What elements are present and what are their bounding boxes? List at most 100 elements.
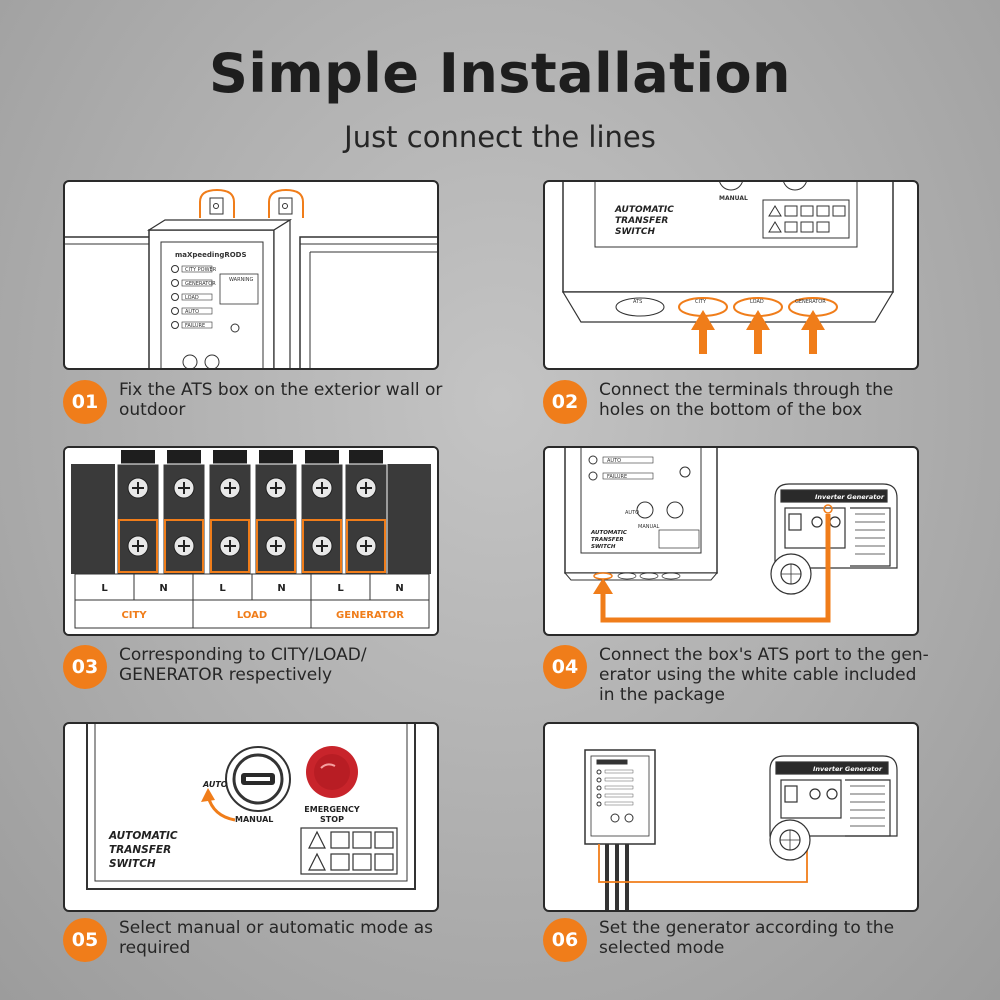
terminal-side-left [71,464,115,574]
label-load: LOAD [185,295,199,301]
step-badge: 01 [63,380,107,424]
terminal-column [162,450,206,575]
step-badge: 02 [543,380,587,424]
wall-mount-illustration: maXpeedingRODS CITY POWER GENERATOR LOAD… [65,188,437,368]
p4-knob-manual [636,501,654,519]
emergency-stop-button [306,746,358,798]
step-badge: 04 [543,645,587,689]
step-04: 04 Connect the box's ATS port to the gen… [543,645,929,705]
terminal-side-right [387,464,431,574]
mount-bracket-right [268,188,304,218]
step-02: 02 Connect the terminals through the hol… [543,380,929,424]
mount-bracket-left [199,188,235,218]
label-auto: AUTO [185,309,199,315]
step-03: 03 Corresponding to CITY/LOAD/ GENERATOR… [63,645,399,689]
terminal-label: L [101,583,108,594]
warning-symbols [762,199,850,239]
terminal-screw [219,477,241,499]
terminal-screw [219,535,241,557]
terminal-column [300,450,344,575]
brand-label: maXpeedingRODS [175,251,247,259]
set-generator-illustration: Inverter Generator [584,749,898,910]
group-city: CITY [121,610,147,621]
terminal-screw [265,477,287,499]
terminal-label: L [219,583,226,594]
p4-ats-1: AUTOMATIC [590,530,627,536]
page-title: Simple Installation [208,42,791,105]
step-caption: Fix the ATS box on the exterior wall or … [119,380,443,420]
panel-set-generator: Inverter Generator [543,722,919,912]
step-badge: 05 [63,918,107,962]
ats-label-1: AUTOMATIC [614,205,674,215]
step-caption: Select manual or automatic mode as requi… [119,918,433,958]
step-badge: 06 [543,918,587,962]
p4-generator-label: Inverter Generator [815,493,885,501]
panel-wall-mount: maXpeedingRODS CITY POWER GENERATOR LOAD… [63,180,439,370]
terminal-screw [311,535,333,557]
ats-cable-illustration: AUTO FAILURE AUTO MANUAL AUTOMATIC TRANS… [563,448,898,623]
p6-generator-label: Inverter Generator [813,765,883,773]
p6-cables [605,844,629,910]
cable-arrow [593,578,613,594]
terminal-label: N [277,583,285,594]
p6-ats-box [584,749,656,845]
label-city-power: CITY POWER [185,267,217,273]
p4-auto-text: AUTO [625,510,639,516]
step-caption: Connect the box's ATS port to the gen- e… [599,645,929,705]
bottom-holes-illustration: MANUAL AUTOMATIC TRANSFER SWITCH ATS CIT… [561,182,895,354]
terminal-screw [355,477,377,499]
p4-ats-2: TRANSFER [591,537,624,543]
p5-auto: AUTO [202,780,228,789]
warning-label [219,273,259,305]
p4-label-failure: FAILURE [607,474,627,480]
port-ats: ATS [633,299,642,305]
step-05: 05 Select manual or automatic mode as re… [63,918,449,962]
p5-ats-2: TRANSFER [109,844,171,856]
group-load: LOAD [237,610,267,621]
manual-label: MANUAL [719,195,748,202]
p4-ats-3: SWITCH [591,544,616,550]
panel-bottom-holes: MANUAL AUTOMATIC TRANSFER SWITCH ATS CIT… [543,180,919,370]
step-badge: 03 [63,645,107,689]
label-failure: FAILURE [185,323,205,329]
panel-ats-cable: AUTO FAILURE AUTO MANUAL AUTOMATIC TRANS… [543,446,919,636]
p5-manual: MANUAL [235,815,273,824]
terminal-column [344,450,388,575]
port-generator: GENERATOR [795,299,826,305]
terminal-screw [173,535,195,557]
port-load: LOAD [750,299,764,305]
ats-cable [600,514,831,623]
p4-manual-text: MANUAL [638,524,660,530]
knob-right [204,354,220,368]
terminal-screw [311,477,333,499]
step-caption: Connect the terminals through the holes … [599,380,894,420]
p5-emergency-2: STOP [320,815,344,824]
terminal-screw [173,477,195,499]
ats-label-2: TRANSFER [615,216,668,226]
p6-generator-icon [769,755,898,861]
p5-emergency-1: EMERGENCY [304,805,360,814]
terminal-column [116,450,160,575]
terminal-screw [127,535,149,557]
knob-left [182,354,198,368]
indicator-list: CITY POWER GENERATOR LOAD AUTO FAILURE [171,265,217,329]
p5-ats-1: AUTOMATIC [108,830,178,842]
step-caption: Set the generator according to the selec… [599,918,895,958]
up-arrows [691,310,825,354]
step-06: 06 Set the generator according to the se… [543,918,929,962]
p5-ats-3: SWITCH [109,858,156,870]
page-subtitle: Just connect the lines [344,120,656,154]
ats-label-3: SWITCH [615,227,656,237]
terminal-column [254,450,298,575]
terminal-screw [265,535,287,557]
mode-select-illustration: AUTO MANUAL EMERGENCY STOP AUTOMATIC TRA… [86,724,416,890]
p4-knob-stop [666,501,684,519]
terminal-screw [355,535,377,557]
step-caption: Corresponding to CITY/LOAD/ GENERATOR re… [119,645,367,685]
mode-knob [225,746,291,812]
terminal-column [208,450,252,575]
group-generator: GENERATOR [336,610,404,621]
terminal-label: L [337,583,344,594]
